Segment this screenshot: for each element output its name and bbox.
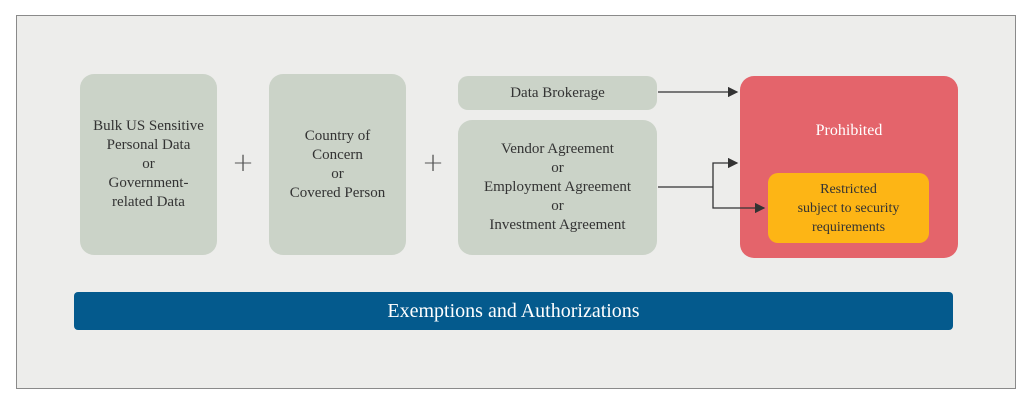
agreements-to-prohibited-arrow <box>712 157 739 187</box>
exemptions-banner: Exemptions and Authorizations <box>74 292 953 330</box>
restricted-box: Restricted subject to security requireme… <box>768 173 929 243</box>
data-brokerage-box: Data Brokerage <box>458 76 657 110</box>
bulk-data-box: Bulk US Sensitive Personal Data or Gover… <box>80 74 217 255</box>
prohibited-label: Prohibited <box>815 122 883 139</box>
plus-operator-2: + <box>422 148 444 178</box>
agreements-label: Vendor Agreement or Employment Agreement… <box>483 141 632 233</box>
agreements-box: Vendor Agreement or Employment Agreement… <box>458 120 657 255</box>
exemptions-banner-label: Exemptions and Authorizations <box>387 299 640 322</box>
agreements-to-restricted-arrow <box>712 187 766 214</box>
country-label: Country of Concern or Covered Person <box>289 127 386 201</box>
restricted-label: Restricted subject to security requireme… <box>797 181 900 235</box>
data-brokerage-label: Data Brokerage <box>510 84 605 101</box>
bulk-data-label: Bulk US Sensitive Personal Data or Gover… <box>93 118 204 210</box>
country-box: Country of Concern or Covered Person <box>269 74 406 255</box>
plus-operator-1: + <box>232 148 254 178</box>
